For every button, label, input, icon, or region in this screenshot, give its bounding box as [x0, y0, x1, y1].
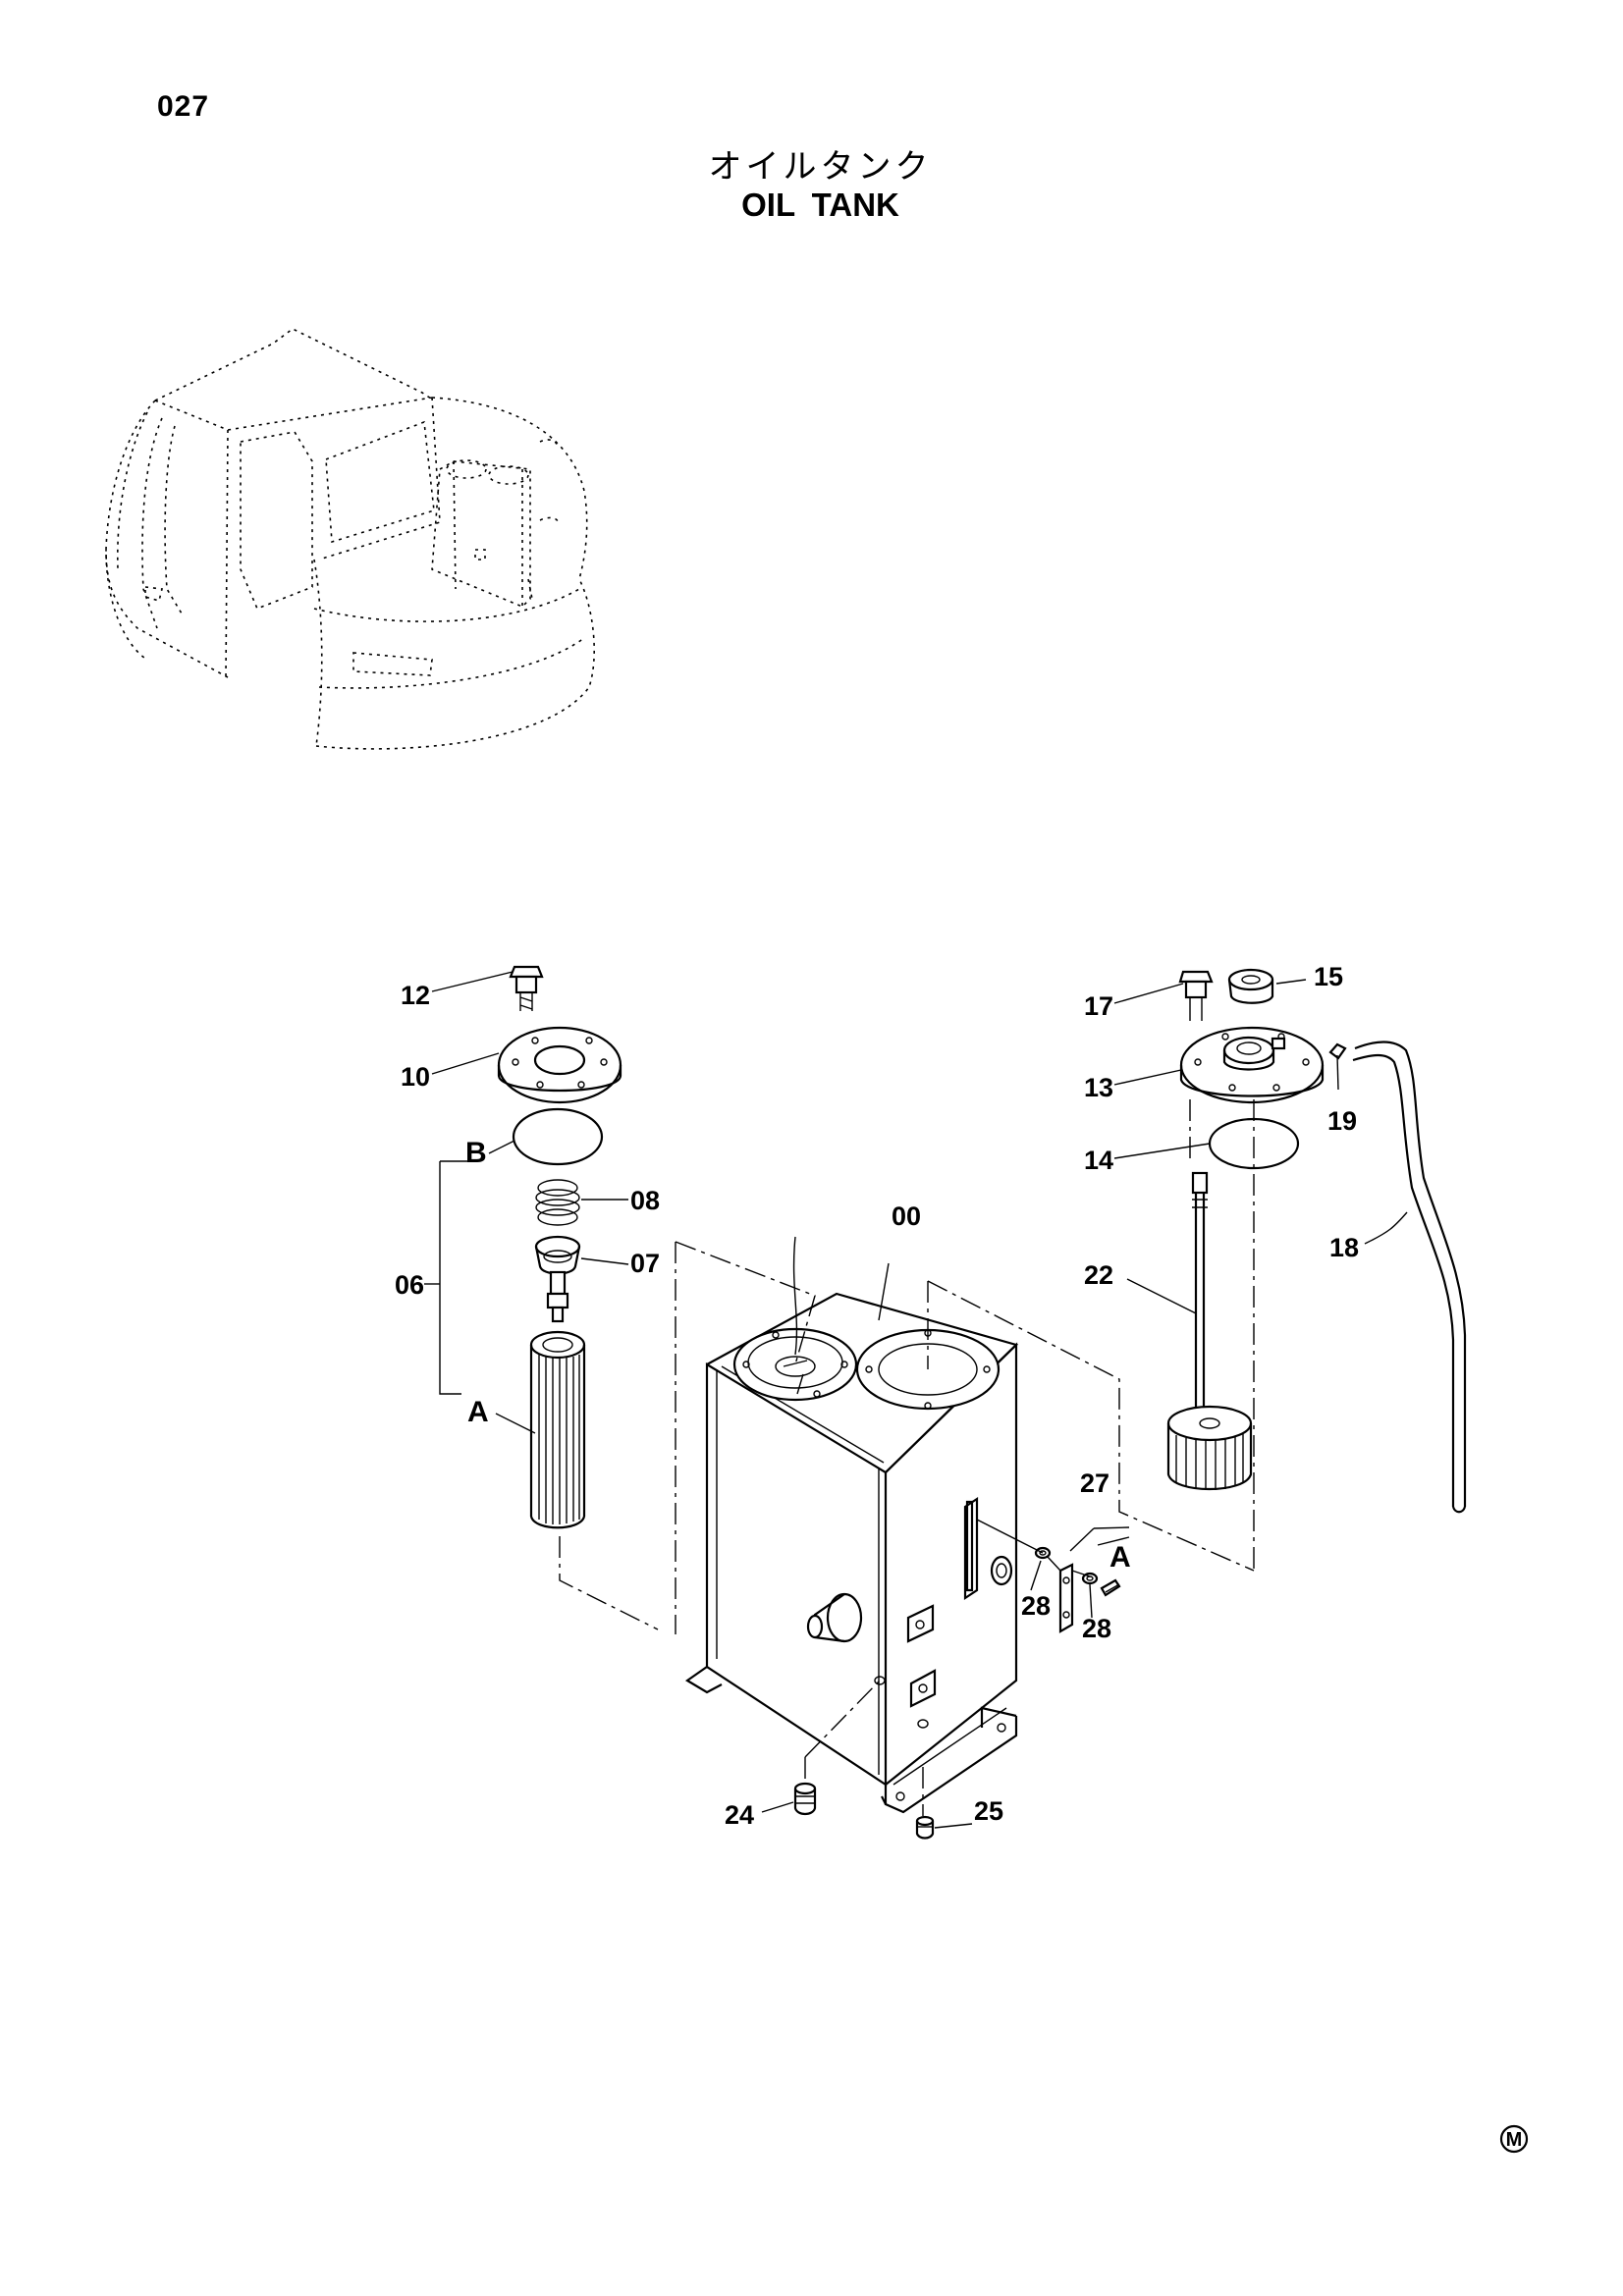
callout-25: 25 [974, 1796, 1003, 1826]
return-filter-assembly [424, 965, 816, 1634]
corner-mark: M [1499, 2124, 1529, 2154]
title-english: OIL TANK [741, 187, 899, 223]
callout-14: 14 [1084, 1146, 1113, 1175]
callout-00: 00 [892, 1201, 921, 1231]
excavator-overview [105, 328, 595, 750]
level-gauge-brackets [792, 1236, 1130, 1633]
callout-12: 12 [401, 981, 430, 1010]
drain-plugs [761, 1680, 973, 1840]
callout-22: 22 [1084, 1260, 1113, 1290]
callout-labels: 12 10 B 08 07 06 A 00 17 15 13 19 14 18 … [395, 962, 1359, 1830]
callout-a-left: A [467, 1396, 489, 1428]
title-japanese: オイルタンク [708, 147, 933, 187]
page-number: 027 [157, 90, 210, 123]
callout-13: 13 [1084, 1073, 1113, 1102]
callout-28-left: 28 [1021, 1591, 1051, 1621]
callout-18: 18 [1329, 1233, 1359, 1262]
callout-06: 06 [395, 1270, 424, 1300]
callout-17: 17 [1084, 991, 1113, 1021]
callout-15: 15 [1314, 962, 1343, 991]
callout-24: 24 [725, 1800, 754, 1830]
suction-filter-assembly [796, 968, 1467, 1572]
callout-27: 27 [1080, 1468, 1109, 1498]
callout-08: 08 [630, 1186, 660, 1215]
callout-10: 10 [401, 1062, 430, 1092]
corner-mark-letter: M [1506, 2129, 1523, 2151]
callout-a-right: A [1109, 1541, 1131, 1574]
callout-19: 19 [1327, 1106, 1357, 1136]
callout-b: B [465, 1137, 487, 1169]
callout-28-right: 28 [1082, 1614, 1111, 1643]
callout-07: 07 [630, 1249, 660, 1278]
